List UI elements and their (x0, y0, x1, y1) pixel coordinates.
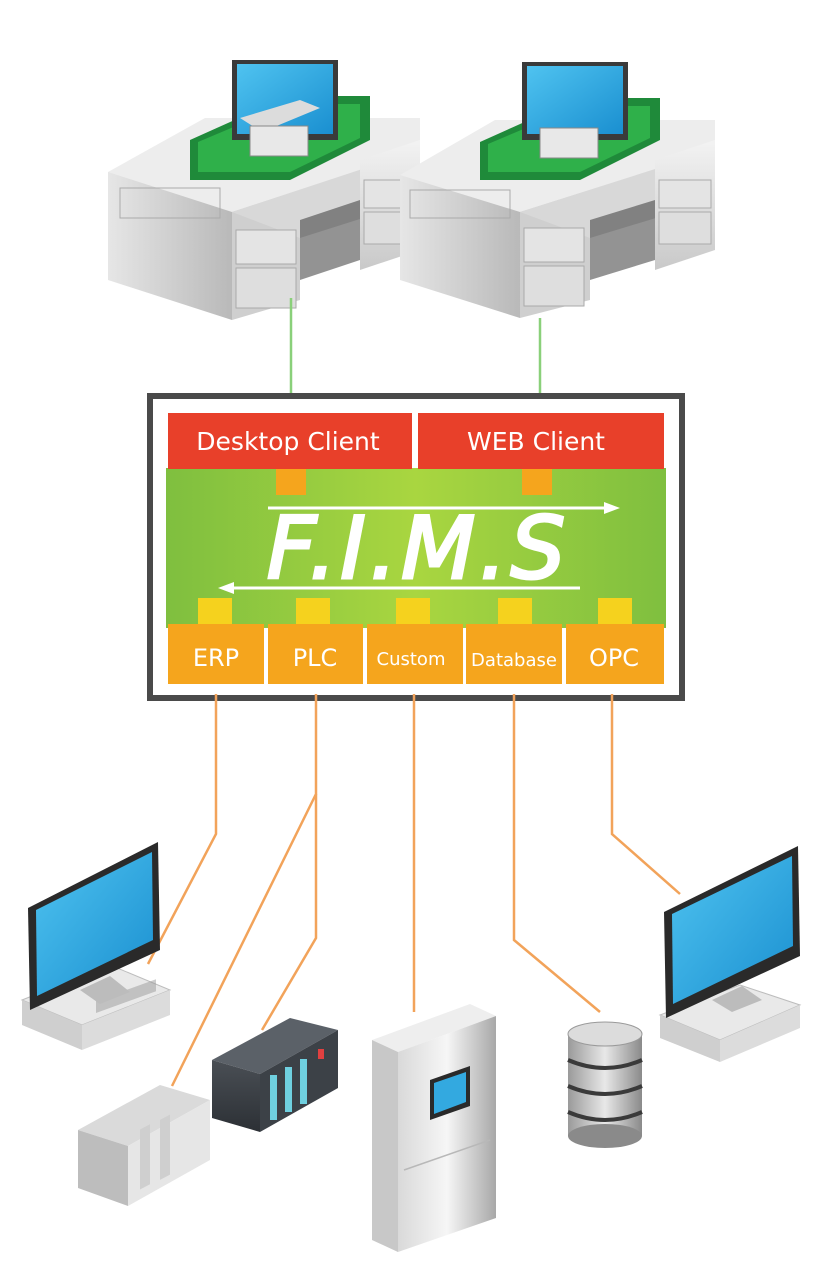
web-client-block: WEB Client (418, 413, 664, 495)
desktop-client-label: Desktop Client (196, 427, 380, 456)
erp-link (146, 694, 218, 965)
desktop-client-block: Desktop Client (168, 413, 412, 495)
connector-custom: Custom (367, 598, 463, 684)
connector-plc: PLC (268, 598, 363, 684)
fims-title: F.I.M.S (267, 499, 570, 599)
plc-rack-icon (78, 1018, 338, 1206)
connector-erp: ERP (168, 598, 264, 684)
fims-core: Desktop Client WEB Client F.I.M.S ERP PL… (147, 393, 685, 701)
server-tower-icon (372, 1004, 496, 1252)
database-cylinder-icon (567, 1021, 643, 1148)
custom-label: Custom (377, 649, 446, 670)
plc-link-2 (260, 794, 318, 1031)
connector-database: Database (466, 598, 562, 684)
opc-desktop-computer-icon (658, 846, 802, 1062)
bidirectional-arrow-icon (218, 502, 620, 594)
opc-label: OPC (589, 644, 639, 672)
web-client-label: WEB Client (467, 427, 605, 456)
desk-workstation-icon (108, 60, 420, 320)
database-label: Database (471, 650, 557, 671)
plc-label: PLC (293, 644, 338, 672)
desk-workstation-icon (400, 62, 715, 318)
desktop-computer-icon (20, 842, 172, 1050)
opc-link (610, 694, 681, 895)
database-link (512, 694, 601, 1013)
connector-opc: OPC (566, 598, 664, 684)
erp-label: ERP (193, 644, 239, 672)
